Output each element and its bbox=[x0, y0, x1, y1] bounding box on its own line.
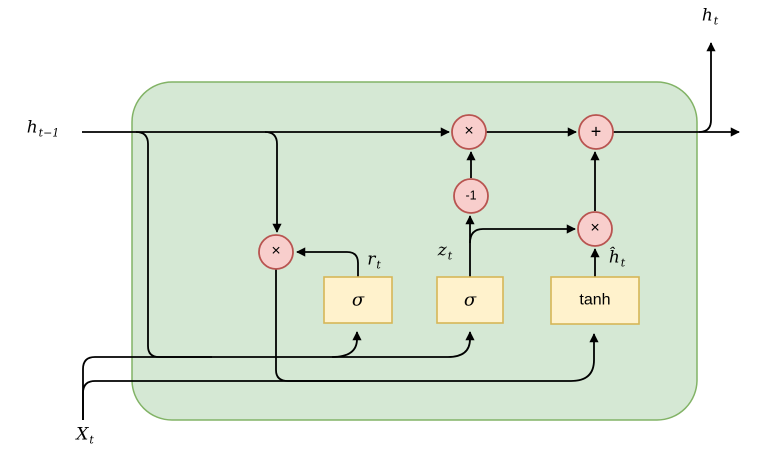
label-r-gate-base: r bbox=[367, 249, 376, 270]
sigma-reset-label: σ bbox=[351, 289, 365, 311]
sigma-update-label: σ bbox=[463, 289, 477, 311]
label-h-prev-base: h bbox=[26, 117, 38, 138]
edge-zt-branch-to-mul-candidate bbox=[469, 224, 576, 244]
mul-main-symbol: × bbox=[464, 122, 474, 140]
sigma-reset-gate-box bbox=[323, 276, 393, 324]
label-h-next: ht bbox=[701, 5, 719, 28]
label-z-gate-base: z bbox=[437, 240, 447, 261]
mul-reset-symbol: × bbox=[271, 242, 281, 260]
sigma-update-gate-box bbox=[436, 276, 504, 324]
neg-one-symbol: -1 bbox=[465, 188, 477, 203]
label-h-next-sub: t bbox=[713, 14, 719, 28]
edge-branch-to-sigma-reset bbox=[331, 331, 362, 358]
label-x-input-sub: t bbox=[89, 433, 94, 447]
add-symbol: + bbox=[590, 121, 602, 142]
edge-ht-branch-up bbox=[698, 42, 716, 133]
edge-sigma-reset-to-mul-reset bbox=[296, 247, 359, 277]
tanh-label: tanh bbox=[579, 291, 611, 309]
mul-candidate-circle bbox=[577, 211, 613, 247]
neg-one-circle bbox=[453, 178, 489, 214]
mul-main-circle bbox=[451, 114, 487, 150]
edge-mul-reset-output bbox=[275, 269, 360, 382]
mul-reset-circle bbox=[258, 234, 294, 270]
label-h-candidate-base: ĥ bbox=[608, 247, 620, 268]
label-z-gate: zt bbox=[437, 240, 453, 263]
label-h-next-base: h bbox=[701, 5, 713, 26]
edge-xt-upper-to-sigma-update bbox=[82, 331, 475, 420]
label-h-prev-sub: t−1 bbox=[38, 126, 60, 140]
label-h-prev: ht−1 bbox=[26, 117, 60, 140]
mul-candidate-symbol: × bbox=[590, 219, 600, 237]
label-x-input-base: X bbox=[76, 424, 89, 445]
label-h-candidate: ĥt bbox=[608, 247, 626, 270]
label-h-candidate-sub: t bbox=[620, 256, 626, 270]
label-x-input: Xt bbox=[76, 424, 94, 447]
label-r-gate-sub: t bbox=[376, 258, 381, 272]
add-circle bbox=[578, 114, 614, 150]
tanh-gate-box bbox=[550, 276, 640, 325]
label-r-gate: rt bbox=[367, 249, 381, 272]
cell-container bbox=[131, 81, 698, 421]
label-z-gate-sub: t bbox=[447, 249, 453, 263]
edge-main-to-mul-reset bbox=[264, 131, 282, 233]
